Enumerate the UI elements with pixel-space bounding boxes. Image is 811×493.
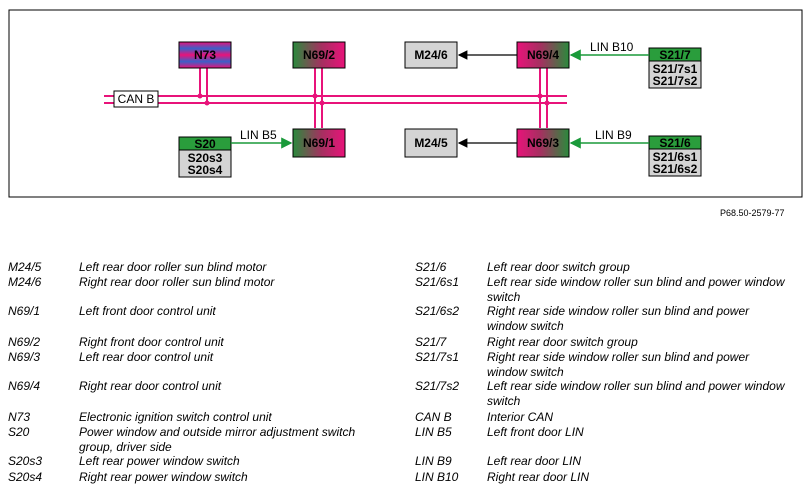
svg-text:N69/2: N69/2 [303,48,335,62]
legend-desc: Left rear door control unit [79,350,214,364]
node-n69-2: N69/2 [292,41,346,69]
legend-code: LIN B5 [415,425,452,439]
node-n69-3: N69/3 [516,128,570,158]
legend-code: N69/3 [8,350,41,364]
legend-desc: Left rear side window roller sun blind a… [487,379,785,408]
can-bus-lines [104,68,567,128]
legend-desc: Right rear door control unit [79,379,222,393]
legend-desc: Right rear side window roller sun blind … [487,304,750,333]
svg-text:N69/4: N69/4 [527,48,559,62]
legend-desc: Left front door LIN [487,425,584,439]
node-n73: N73 [178,41,232,69]
lin-b5-label: LIN B5 [240,128,277,142]
legend-code: S20s4 [8,470,43,484]
svg-text:S21/7s2: S21/7s2 [653,74,698,88]
legend-code: S21/6s2 [415,304,460,318]
legend-code: LIN B10 [415,470,459,484]
figure-reference: P68.50-2579-77 [720,208,785,218]
svg-text:S21/6s2: S21/6s2 [653,162,698,176]
svg-text:M24/5: M24/5 [414,136,448,150]
node-n69-4: N69/4 [516,41,570,69]
legend-desc: Left rear door switch group [487,260,630,274]
legend-code: S21/6s1 [415,275,460,289]
legend-code: S20 [8,425,30,439]
svg-text:N69/1: N69/1 [303,136,335,150]
legend-code: M24/5 [8,260,42,274]
legend-desc: Power window and outside mirror adjustme… [79,425,356,454]
node-m24-6: M24/6 [404,41,458,69]
legend-code: S21/7 [415,335,447,349]
legend-desc: Interior CAN [487,410,554,424]
legend-code: CAN B [415,410,452,424]
node-s21-7: S21/7 S21/7s1 S21/7s2 [648,47,702,89]
legend-desc: Right rear power window switch [79,470,248,484]
legend-code: N69/1 [8,304,41,318]
legend-code: N69/4 [8,379,41,393]
legend-code: N73 [8,410,31,424]
can-bus-junctions [197,93,550,106]
legend-code: S21/7s1 [415,350,460,364]
svg-text:S21/7: S21/7 [659,48,691,62]
legend-code: S20s3 [8,454,43,468]
legend-code: S21/6 [415,260,447,274]
legend-code: S21/7s2 [415,379,460,393]
svg-text:S21/7s1: S21/7s1 [653,62,698,76]
legend-desc: Right rear side window roller sun blind … [487,350,750,379]
node-s21-6: S21/6 S21/6s1 S21/6s2 [648,135,702,177]
network-diagram: CAN B N73 N69/2 N69/1 N69/4 N69/3 M24/6 … [8,9,803,198]
svg-text:S20s3: S20s3 [188,151,223,165]
node-s20: S20 S20s3 S20s4 [178,136,232,178]
can-b-label: CAN B [113,90,159,108]
legend-desc: Electronic ignition switch control unit [79,410,272,424]
lin-b10-label: LIN B10 [590,40,634,54]
legend-code: N69/2 [8,335,41,349]
legend-desc: Right rear door switch group [487,335,638,349]
legend-desc: Left front door control unit [79,304,216,318]
legend-desc: Right rear door roller sun blind motor [79,275,275,289]
legend-desc: Left rear power window switch [79,454,240,468]
svg-text:S21/6: S21/6 [659,136,691,150]
node-n69-1: N69/1 [292,128,346,158]
legend-code: LIN B9 [415,454,452,468]
svg-text:N69/3: N69/3 [527,136,559,150]
svg-text:M24/6: M24/6 [414,48,448,62]
legend-desc: Left rear door LIN [487,454,582,468]
legend-code: M24/6 [8,275,42,289]
legend-desc: Right rear door LIN [487,470,590,484]
svg-text:CAN B: CAN B [118,92,155,106]
svg-text:S21/6s1: S21/6s1 [653,150,698,164]
svg-text:S20: S20 [194,137,216,151]
node-m24-5: M24/5 [404,128,458,158]
legend-desc: Right front door control unit [79,335,224,349]
svg-text:S20s4: S20s4 [188,163,223,177]
svg-text:N73: N73 [194,48,216,62]
legend-desc: Left rear side window roller sun blind a… [487,275,785,304]
lin-b9-label: LIN B9 [595,128,632,142]
legend-desc: Left rear door roller sun blind motor [79,260,267,274]
